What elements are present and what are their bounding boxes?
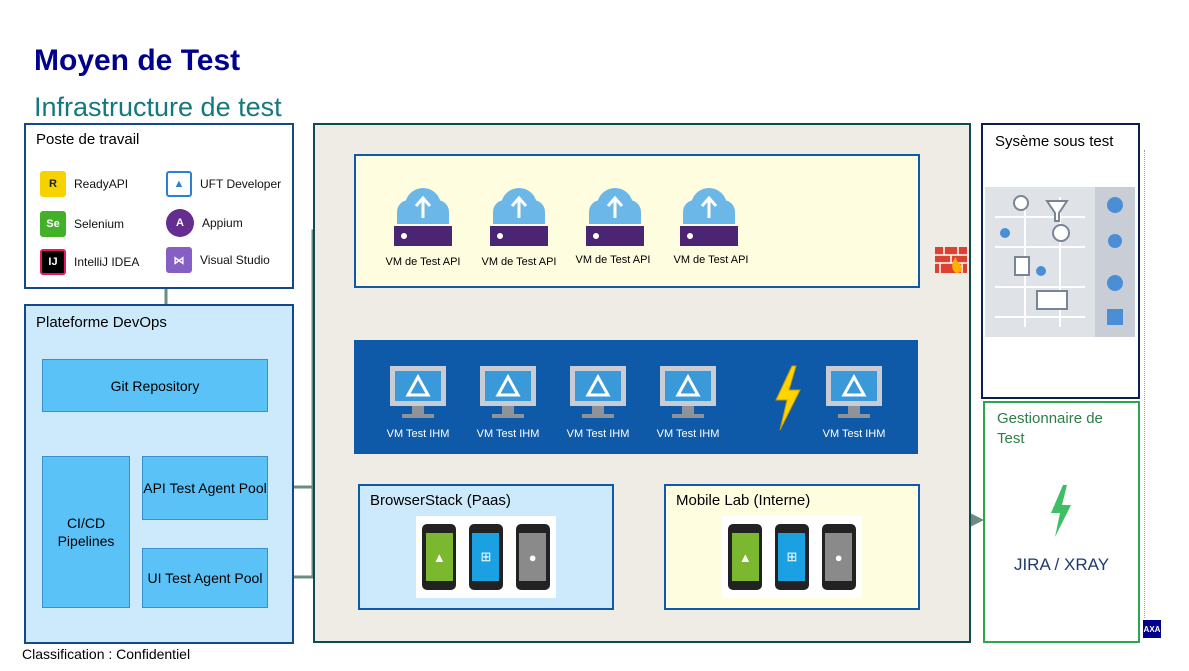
vm-api-2 (472, 184, 566, 253)
cloud-server-icon (490, 188, 548, 246)
monitor-icon (658, 364, 718, 425)
uft-icon: ▲ (166, 171, 192, 197)
tool-visual-studio: ⋈ Visual Studio (166, 247, 270, 273)
devops-label: Plateforme DevOps (36, 314, 167, 331)
vm-ihm-label-3: VM Test IHM (566, 428, 630, 440)
vm-api-label-4: VM de Test API (673, 254, 749, 266)
vm-ihm-group: VM Test IHM VM Test IHM VM Test IHM VM T… (354, 340, 918, 454)
cicd-pipelines: CI/CD Pipelines (42, 456, 130, 608)
system-illustration (985, 187, 1135, 337)
readyapi-icon: R (40, 171, 66, 197)
mobilelab-label: Mobile Lab (Interne) (676, 492, 811, 509)
page-subtitle: Infrastructure de test (34, 92, 282, 122)
vm-ihm-label-2: VM Test IHM (476, 428, 540, 440)
lightning-icon (772, 364, 804, 437)
tool-intellij: IJ IntelliJ IDEA (40, 249, 139, 275)
cloud-server-icon (680, 188, 738, 246)
vm-ihm-label-1: VM Test IHM (386, 428, 450, 440)
vm-api-label-2: VM de Test API (481, 256, 557, 268)
ui-agent-pool: UI Test Agent Pool (142, 548, 268, 608)
workstation-panel: Poste de travail R ReadyAPI ▲ UFT Develo… (24, 123, 294, 289)
windows-phone-icon: ⊞ (774, 524, 809, 590)
selenium-icon: Se (40, 211, 66, 237)
vm-api-label-1: VM de Test API (385, 256, 461, 268)
sut-label: Sysème sous test (995, 133, 1114, 150)
visual-studio-icon: ⋈ (166, 247, 192, 273)
vm-api-label-3: VM de Test API (575, 254, 651, 266)
monitor-icon (568, 364, 628, 425)
vm-ihm-label-4: VM Test IHM (656, 428, 720, 440)
sut-panel: Sysème sous test (981, 123, 1140, 399)
git-repository: Git Repository (42, 359, 268, 412)
jira-xray-label: JIRA / XRAY (1013, 555, 1110, 574)
apple-phone-icon: ● (515, 524, 550, 590)
windows-phone-icon: ⊞ (468, 524, 503, 590)
browserstack-panel: BrowserStack (Paas) ▲ ⊞ ● (358, 484, 614, 610)
vm-api-group: VM de Test API VM de Test API VM de Test… (354, 154, 920, 288)
tool-selenium: Se Selenium (40, 211, 124, 237)
firewall-icon (934, 243, 968, 280)
mobilelab-panel: Mobile Lab (Interne) ▲ ⊞ ● (664, 484, 920, 610)
page-title: Moyen de Test (34, 44, 241, 77)
vm-api-1 (376, 184, 470, 253)
phone-set: ▲ ⊞ ● (722, 516, 862, 598)
lightning-icon (1051, 485, 1071, 537)
workstation-label: Poste de travail (36, 131, 140, 148)
vm-api-3 (568, 184, 662, 253)
tool-uft: ▲ UFT Developer (166, 171, 281, 197)
browserstack-label: BrowserStack (Paas) (370, 492, 511, 509)
tool-readyapi: R ReadyAPI (40, 171, 128, 197)
monitor-icon (388, 364, 448, 425)
classification-footer: Classification : Confidentiel (22, 646, 191, 662)
intellij-icon: IJ (40, 249, 66, 275)
vm-ihm-label-5: VM Test IHM (822, 428, 886, 440)
monitor-icon (478, 364, 538, 425)
api-agent-pool: API Test Agent Pool (142, 456, 268, 520)
cloud-server-icon (394, 188, 452, 246)
android-phone-icon: ▲ (728, 524, 763, 590)
test-manager-label: Gestionnaire de Test (997, 410, 1103, 447)
vm-api-4 (662, 184, 756, 253)
apple-phone-icon: ● (821, 524, 856, 590)
dotted-divider (1144, 150, 1145, 618)
appium-icon: A (166, 209, 194, 237)
axa-logo: AXA (1143, 620, 1161, 638)
tool-appium: A Appium (166, 209, 243, 237)
android-phone-icon: ▲ (422, 524, 457, 590)
cloud-server-icon (586, 188, 644, 246)
test-manager-panel: Gestionnaire de Test JIRA / XRAY (983, 401, 1140, 643)
phone-set: ▲ ⊞ ● (416, 516, 556, 598)
monitor-icon (824, 364, 884, 425)
